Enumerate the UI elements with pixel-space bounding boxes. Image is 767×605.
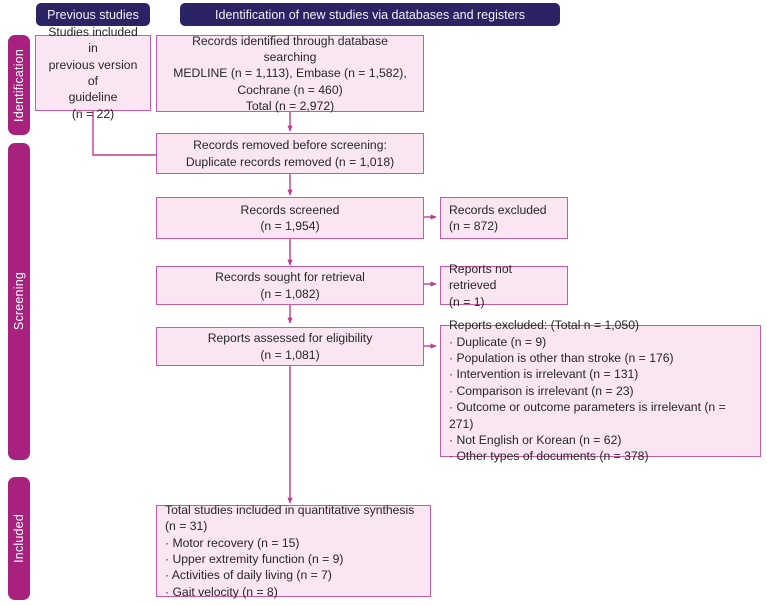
node-records-sought: Records sought for retrieval (n = 1,082) bbox=[156, 266, 424, 305]
node-records-removed: Records removed before screening: Duplic… bbox=[156, 133, 424, 174]
stage-bar-screening: Screening bbox=[8, 143, 30, 460]
node-records-excluded: Records excluded (n = 872) bbox=[440, 197, 568, 239]
node-records-identified: Records identified through database sear… bbox=[156, 34, 424, 113]
stage-bar-identification-label: Identification bbox=[12, 48, 26, 122]
stage-bar-screening-label: Screening bbox=[12, 272, 26, 331]
stage-bar-included: Included bbox=[8, 477, 30, 600]
node-reports-assessed: Reports assessed for eligibility (n = 1,… bbox=[156, 327, 424, 366]
stage-bar-identification: Identification bbox=[8, 35, 30, 135]
node-reports-not-retrieved: Reports not retrieved (n = 1) bbox=[440, 262, 568, 309]
node-reports-excluded: Reports excluded: (Total n = 1,050) · Du… bbox=[440, 318, 761, 463]
banner-identification-new-studies: Identification of new studies via databa… bbox=[180, 3, 560, 26]
node-previous-studies: Studies included in previous version of … bbox=[35, 25, 151, 121]
stage-bar-included-label: Included bbox=[12, 514, 26, 563]
banner-previous-studies: Previous studies bbox=[36, 3, 150, 26]
node-records-screened: Records screened (n = 1,954) bbox=[156, 197, 424, 239]
node-total-included: Total studies included in quantitative s… bbox=[156, 503, 431, 599]
